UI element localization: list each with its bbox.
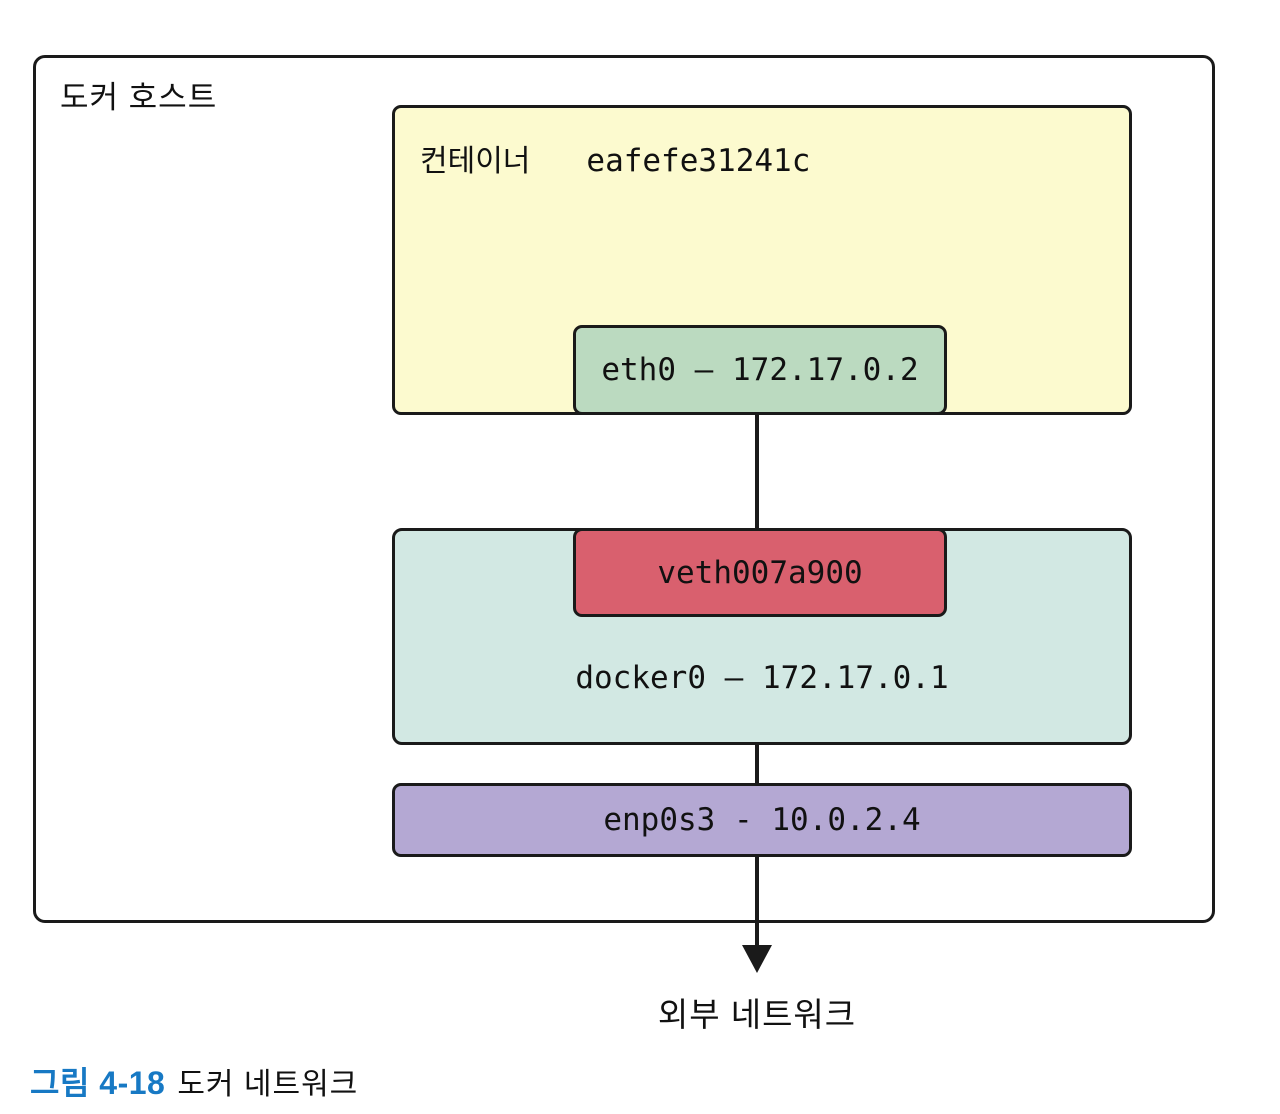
- connector-eth0-to-veth: [755, 413, 759, 530]
- external-network-label: 외부 네트워크: [657, 996, 857, 1033]
- connector-bridge-to-nic: [755, 743, 759, 785]
- figure-title: 도커 네트워크: [177, 1068, 359, 1101]
- eth0-node: eth0 – 172.17.0.2: [573, 325, 947, 415]
- figure-number: 그림 4-18: [30, 1065, 166, 1101]
- container-id: eafefe31241c: [586, 143, 811, 179]
- arrow-down-icon: [742, 945, 772, 973]
- container-title: 컨테이너 eafefe31241c: [420, 136, 810, 180]
- veth-node: veth007a900: [573, 528, 947, 617]
- enp0s3-node: enp0s3 - 10.0.2.4: [392, 783, 1132, 857]
- figure-caption: 그림 4-18 도커 네트워크: [30, 1058, 358, 1104]
- docker0-label: docker0 – 172.17.0.1: [575, 660, 949, 696]
- connector-nic-to-external: [755, 855, 759, 950]
- docker-host-label: 도커 호스트: [60, 80, 218, 115]
- container-label: 컨테이너: [420, 145, 531, 178]
